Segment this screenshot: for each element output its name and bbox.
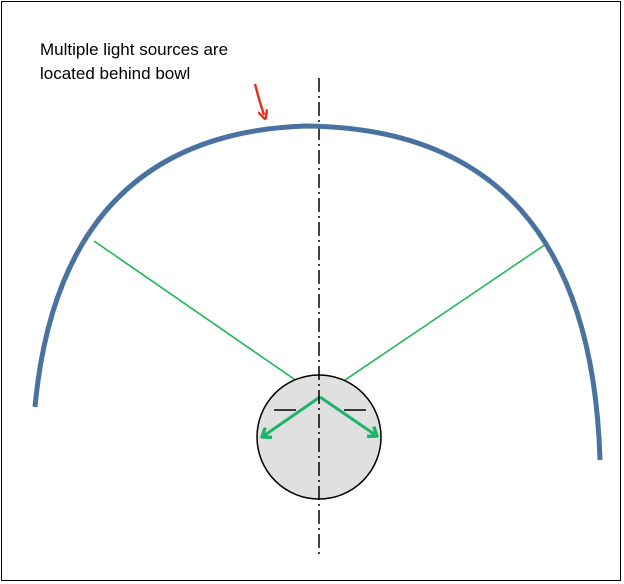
- pointer-arrow: [253, 83, 264, 115]
- reflected-ray-left-arrow: [262, 395, 321, 437]
- light-ray-left: [93, 240, 321, 398]
- bowl-arc: [32, 123, 603, 461]
- annotation-line-2: located behind bowl: [40, 64, 191, 83]
- annotation-text: Multiple light sources are located behin…: [40, 38, 228, 86]
- annotation-line-1: Multiple light sources are: [40, 40, 229, 59]
- light-ray-right: [319, 243, 547, 398]
- reflected-ray-right-arrow: [319, 395, 377, 436]
